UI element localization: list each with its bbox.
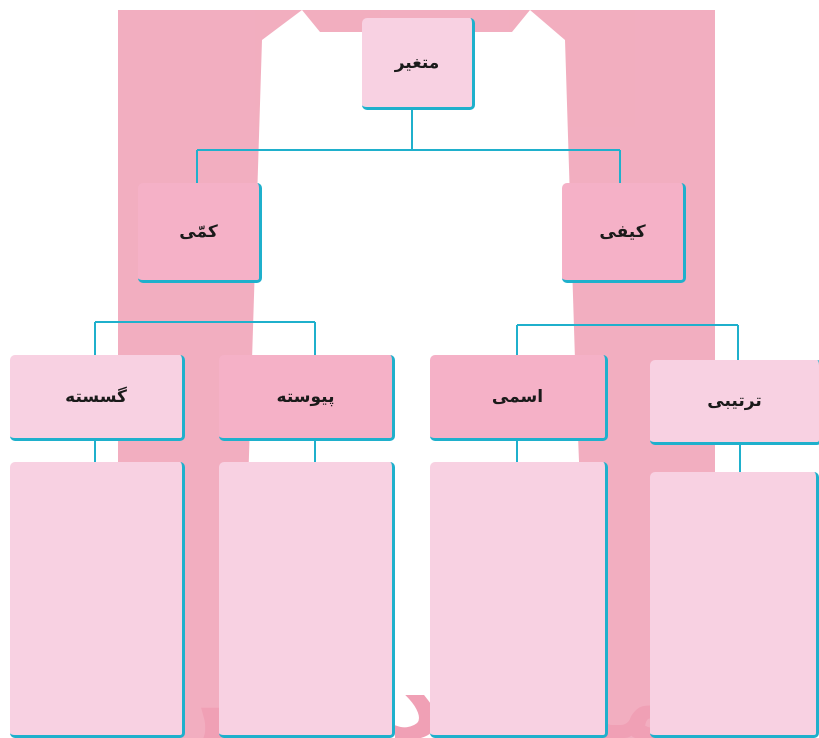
empty-box-ordinal xyxy=(650,472,819,738)
node-quantitative-label: کمّی xyxy=(179,221,218,242)
node-ordinal-label: ترتیبی xyxy=(707,391,762,411)
node-discrete-label: گسسته xyxy=(65,386,127,407)
node-continuous-label: پیوسته xyxy=(276,386,335,407)
empty-box-continuous xyxy=(219,462,395,738)
empty-box-discrete xyxy=(10,462,185,738)
node-nominal-label: اسمی xyxy=(491,386,544,407)
node-discrete: گسسته xyxy=(10,355,185,441)
root-node-label: متغیر xyxy=(394,52,440,73)
root-node-variable: متغیر xyxy=(362,18,475,110)
node-qualitative: کیفی xyxy=(562,183,686,283)
empty-box-nominal xyxy=(430,462,608,738)
node-quantitative: کمّی xyxy=(138,183,262,283)
emblem-tulip-icon xyxy=(368,160,454,360)
node-nominal: اسمی xyxy=(430,355,608,441)
node-qualitative-label: کیفی xyxy=(599,221,646,242)
node-ordinal: ترتیبی xyxy=(650,360,819,445)
node-continuous: پیوسته xyxy=(219,355,395,441)
